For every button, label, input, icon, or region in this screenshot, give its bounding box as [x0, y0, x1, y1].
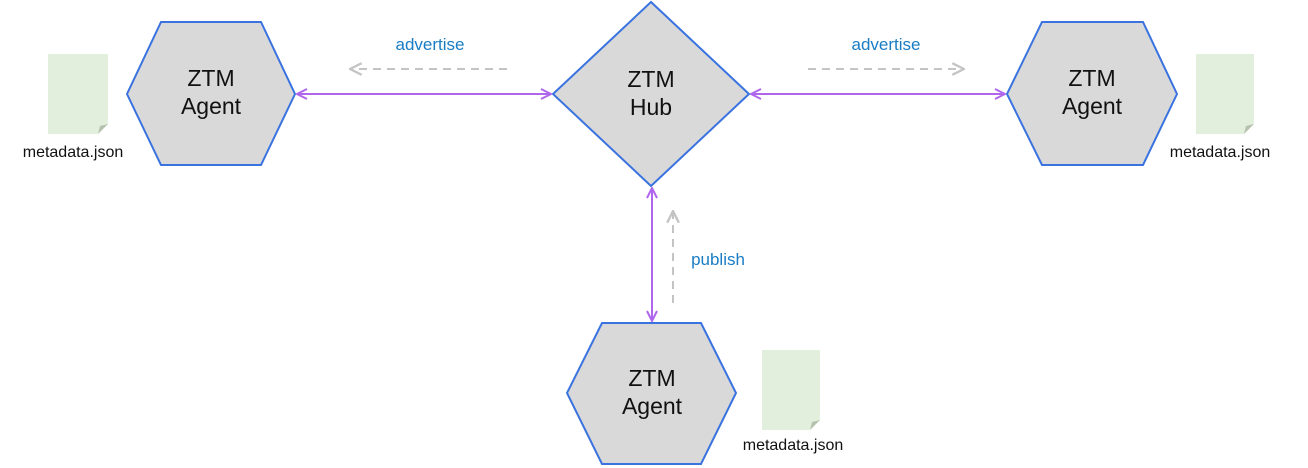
- agent-bottom-label-line1: ZTM: [628, 365, 675, 391]
- file-bottom-label: metadata.json: [743, 437, 844, 454]
- agent-left-label-line1: ZTM: [187, 65, 234, 91]
- file-icon: [48, 54, 108, 134]
- advertise-left-label: advertise: [396, 35, 465, 54]
- agent-right-hexagon-shape: [1005, 21, 1179, 166]
- agent-left-label-line2: Agent: [181, 93, 242, 119]
- ztm-agent-right-node[interactable]: ZTM Agent: [1005, 21, 1179, 166]
- agent-left-hexagon-shape: [125, 21, 297, 166]
- file-icon: [762, 350, 820, 430]
- hub-label-line2: Hub: [630, 94, 672, 120]
- hub-label-line1: ZTM: [627, 66, 674, 92]
- file-icon: [1196, 54, 1254, 134]
- metadata-file-right[interactable]: metadata.json: [1170, 54, 1271, 161]
- file-right-label: metadata.json: [1170, 144, 1271, 161]
- hub-diamond-shape: [551, 0, 751, 188]
- metadata-file-bottom[interactable]: metadata.json: [743, 350, 844, 454]
- agent-right-label-line2: Agent: [1062, 93, 1123, 119]
- file-fold-icon: [810, 420, 820, 430]
- agent-bottom-label-line2: Agent: [622, 393, 683, 419]
- ztm-agent-bottom-node[interactable]: ZTM Agent: [565, 322, 738, 465]
- file-left-label: metadata.json: [23, 144, 124, 161]
- advertise-right-label: advertise: [852, 35, 921, 54]
- file-fold-icon: [98, 124, 108, 134]
- ztm-agent-left-node[interactable]: ZTM Agent: [125, 21, 297, 166]
- agent-bottom-hexagon-shape: [565, 322, 738, 465]
- agent-right-label-line1: ZTM: [1068, 65, 1115, 91]
- publish-label: publish: [691, 250, 745, 269]
- metadata-file-left[interactable]: metadata.json: [23, 54, 124, 161]
- file-fold-icon: [1244, 124, 1254, 134]
- ztm-hub-node[interactable]: ZTM Hub: [551, 0, 751, 188]
